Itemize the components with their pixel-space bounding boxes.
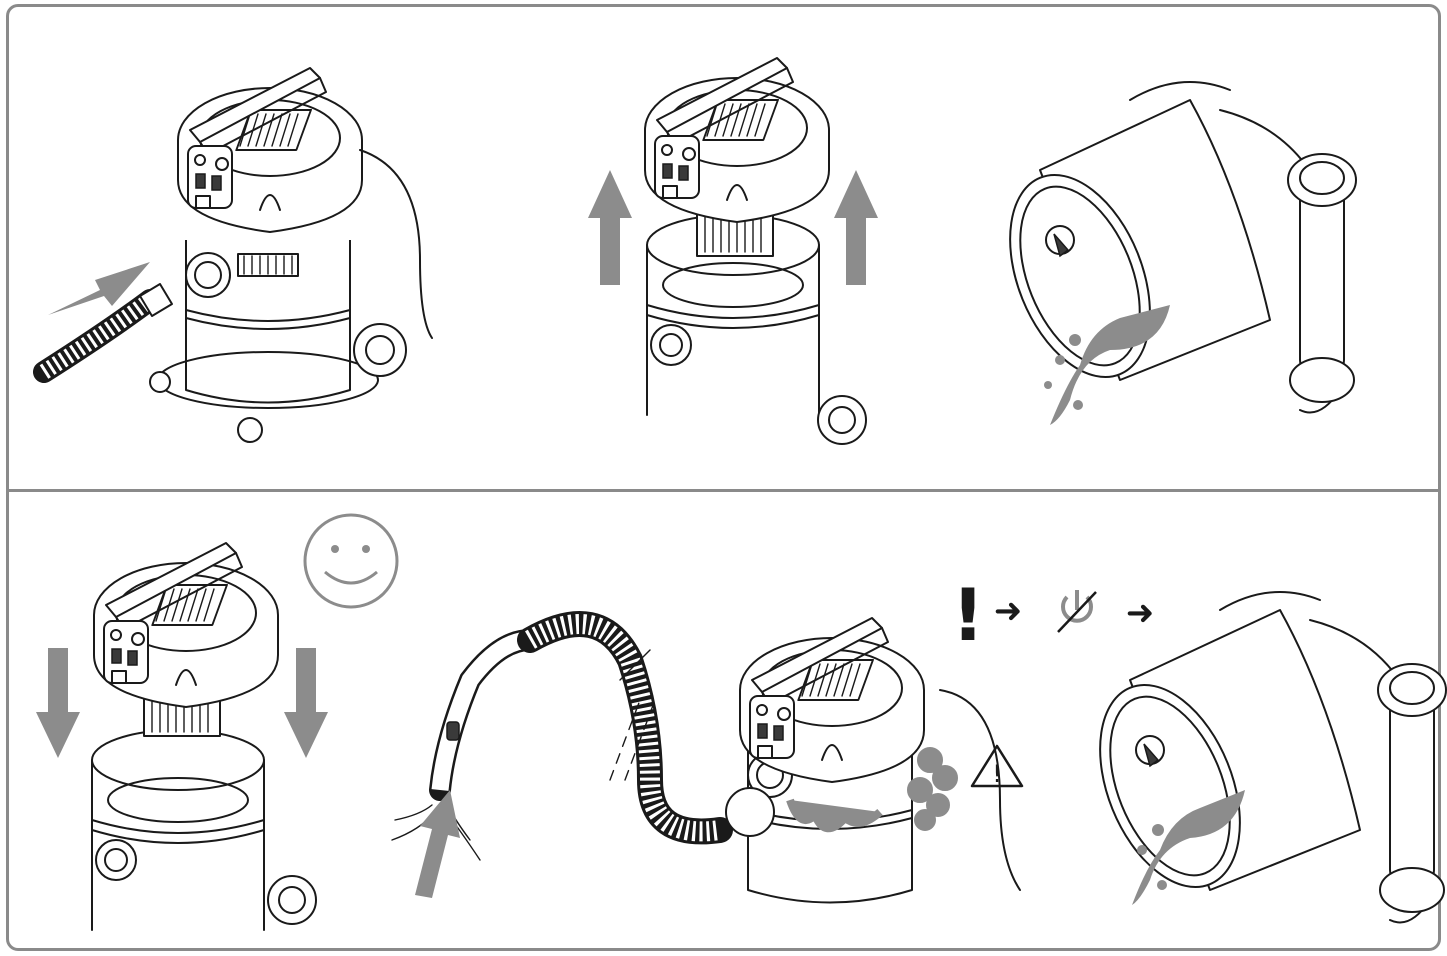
vacuum-head [645,58,829,222]
switch-off-sequence: ! ➜ ➜ [952,573,1155,657]
warning-triangle-icon: ! [972,746,1022,788]
power-off-icon [1058,590,1096,632]
step-lift-head [588,58,878,444]
tilted-container [1073,592,1446,923]
exclamation-mark: ! [952,573,985,657]
up-arrow-left-icon [588,170,632,285]
smiley-icon [305,515,397,607]
step-empty-container [983,82,1356,425]
vacuum-head [94,543,278,707]
down-arrow-left-icon [36,648,80,758]
step-refit-head [36,515,397,930]
step-switch-off-and-empty [1073,592,1446,923]
step-water-suction: ! [392,618,1022,903]
vacuum-head [740,618,924,782]
down-arrow-right-icon [284,648,328,758]
foam-bubbles [910,750,955,828]
tilted-container [983,82,1356,413]
vacuum-body [186,240,350,403]
arrow-right-icon-2: ➜ [1126,593,1155,633]
vacuum-head [178,68,362,232]
open-container [92,730,264,930]
water-inflow-arrow-icon [415,790,460,898]
up-arrow-right-icon [834,170,878,285]
arrow-right-icon: ➜ [994,591,1023,631]
svg-text:!: ! [992,760,1002,788]
step-remove-hose [44,68,432,442]
